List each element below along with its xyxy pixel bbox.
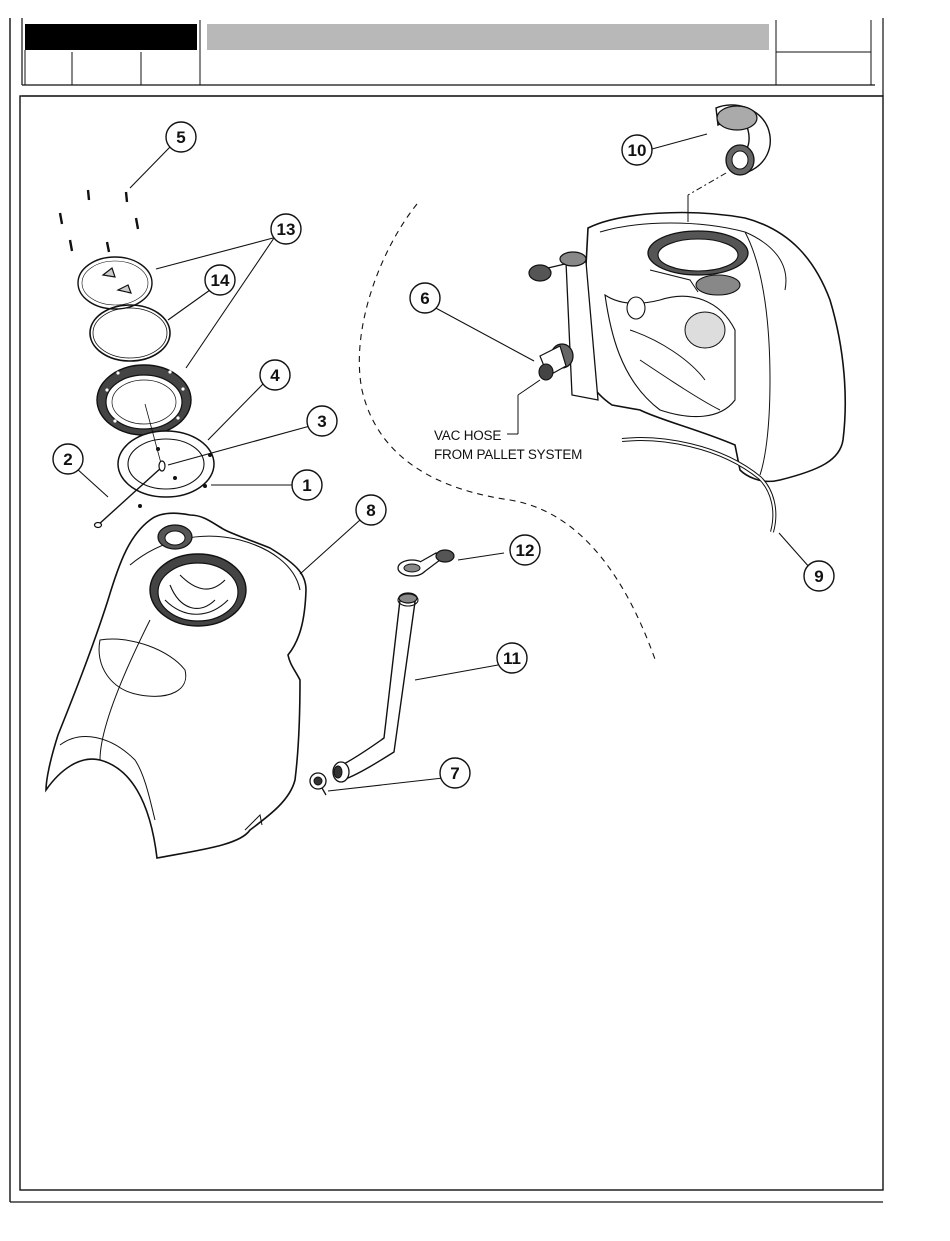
callout-7: 7 [440,758,470,788]
gasket-ring [90,305,170,361]
recovery-tank [46,513,306,858]
callout-6: 6 [410,283,440,313]
callout-3-label: 3 [317,412,326,431]
title-block-black [25,24,197,50]
callout-13: 13 [271,214,301,244]
hose-clamp [310,773,326,795]
note-line-1: VAC HOSE [434,428,501,443]
callout-2-label: 2 [63,450,72,469]
standpipe [333,593,418,782]
callout-12-label: 12 [516,541,535,560]
lid-cover [78,257,152,309]
callout-1: 1 [292,470,322,500]
callout-3: 3 [307,406,337,436]
mounting-flange [97,365,191,435]
callout-10-label: 10 [628,141,647,160]
callout-11-label: 11 [503,649,521,668]
callout-7-label: 7 [450,764,459,783]
elbow-fitting [716,105,770,175]
callout-4: 4 [260,360,290,390]
callout-6-label: 6 [420,289,429,308]
vac-hose-note: VAC HOSE FROM PALLET SYSTEM [434,380,582,462]
retaining-ring [118,431,214,508]
callout-9: 9 [804,561,834,591]
screws-group [60,190,138,252]
elbow-dashdot-line [688,173,726,195]
callout-14: 14 [205,265,235,295]
callout-2: 2 [53,444,83,474]
callout-4-label: 4 [270,366,280,385]
callout-5-label: 5 [176,128,185,147]
callout-14-label: 14 [211,271,230,290]
inset-assembly [529,213,845,482]
note-line-2: FROM PALLET SYSTEM [434,447,582,462]
callout-8: 8 [356,495,386,525]
hose-cap [398,550,454,576]
callout-8-label: 8 [366,501,375,520]
callout-13-label: 13 [277,220,296,239]
title-bar-grey [207,24,769,50]
callout-10: 10 [622,135,652,165]
title-block [25,20,871,85]
callout-9-label: 9 [814,567,823,586]
callout-12: 12 [510,535,540,565]
callout-1-label: 1 [302,476,311,495]
callout-5: 5 [166,122,196,152]
callout-11: 11 [497,643,527,673]
